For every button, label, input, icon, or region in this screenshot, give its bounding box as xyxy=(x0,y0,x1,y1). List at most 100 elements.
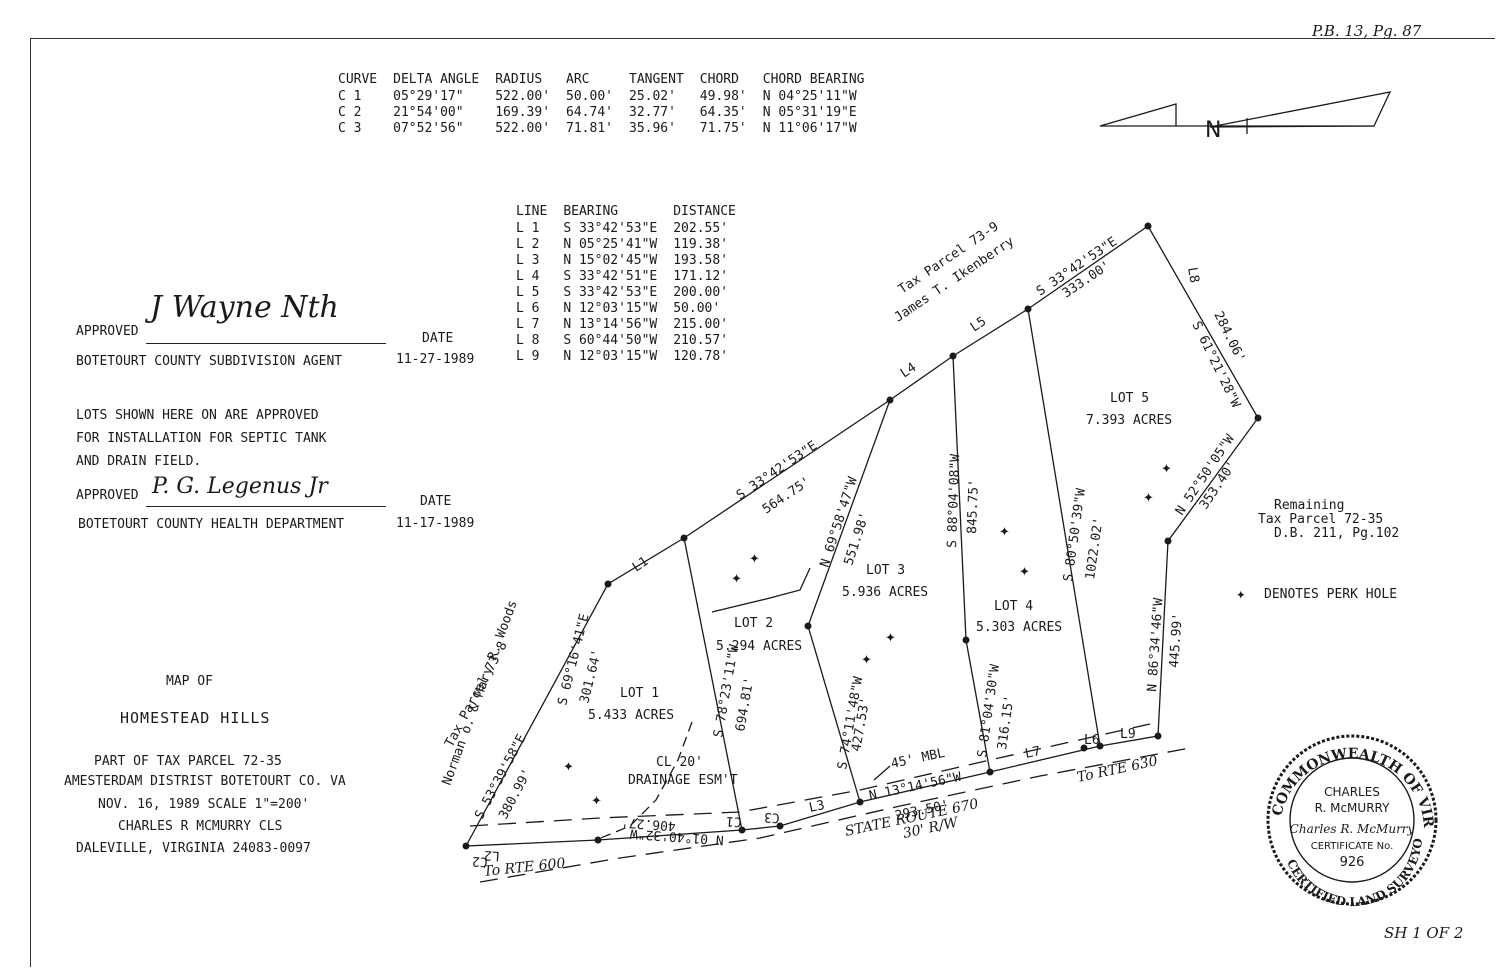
lot34-upper-distance: 845.75' xyxy=(965,479,982,534)
curve-cell: N 11°06'17"W xyxy=(762,121,857,136)
perk-hole-icon: ✦ xyxy=(999,525,1010,540)
mbl-label: 45' MBL xyxy=(890,746,947,772)
line-cell: S 33°42'53"E xyxy=(563,221,658,236)
title-address: DALEVILLE, VIRGINIA 24083-0097 xyxy=(76,841,311,856)
perk-hole-icon: ✦ xyxy=(1019,565,1030,580)
remaining-label: Remaining xyxy=(1274,498,1345,513)
perk-hole-icon: ✦ xyxy=(731,572,742,587)
remaining-tax-parcel: Tax Parcel 72-35 xyxy=(1258,512,1384,527)
lot-5-name: LOT 5 xyxy=(1110,391,1149,406)
lot-line-1-2 xyxy=(683,537,743,831)
lot34-lower-distance: 316.15' xyxy=(995,694,1017,750)
property-corner-marker xyxy=(962,636,970,644)
line-cell: L 5 xyxy=(516,285,540,300)
curve-cell: 21°54'00" xyxy=(393,105,464,120)
lot12-distance: 694.81' xyxy=(733,676,757,733)
line-cell: N 12°03'15"W xyxy=(563,349,658,364)
seal-name-1: CHARLES xyxy=(1324,785,1380,799)
remaining-deed-book: D.B. 211, Pg.102 xyxy=(1274,526,1400,541)
line-cell: N 12°03'15"W xyxy=(563,301,658,316)
segment-label-c1: C1 xyxy=(726,813,743,829)
health-date-label: DATE xyxy=(420,494,452,509)
property-corner-marker xyxy=(462,842,470,850)
line-cell: L 2 xyxy=(516,237,540,252)
property-corner-marker xyxy=(949,352,957,360)
line-cell: 120.78' xyxy=(673,349,729,364)
title-date-scale: NOV. 16, 1989 SCALE 1"=200' xyxy=(98,797,310,812)
line-cell: N 05°25'41"W xyxy=(563,237,658,252)
curve-cell: 71.81' xyxy=(566,121,613,136)
septic-note-line-3: AND DRAIN FIELD. xyxy=(76,454,202,469)
property-corner-marker xyxy=(1080,744,1088,752)
curve-header-6: CHORD BEARING xyxy=(762,72,865,87)
lot-3-acres: 5.936 ACRES xyxy=(842,585,928,600)
perk-hole-icon: ✦ xyxy=(591,794,602,809)
segment-label-l2: L2 xyxy=(484,847,501,863)
perk-hole-icon: ✦ xyxy=(749,552,760,567)
line-cell: 193.58' xyxy=(673,253,729,268)
segment-label-l9: L9 xyxy=(1120,727,1136,742)
curve-cell: N 05°31'19"E xyxy=(762,105,857,120)
title-subdivision-name: HOMESTEAD HILLS xyxy=(120,709,271,727)
segment-label-c3: C3 xyxy=(764,809,781,825)
title-surveyor: CHARLES R MCMURRY CLS xyxy=(118,819,283,834)
line-cell: 171.12' xyxy=(673,269,729,284)
line-cell: 50.00' xyxy=(673,301,721,316)
lot-4-name: LOT 4 xyxy=(994,599,1033,614)
agent-title: BOTETOURT COUNTY SUBDIVISION AGENT xyxy=(76,354,343,369)
lot-1-acres: 5.433 ACRES xyxy=(588,708,674,723)
segment-label-l6: L6 xyxy=(1084,733,1100,748)
agent-signature-line xyxy=(146,343,386,344)
health-date: 11-17-1989 xyxy=(396,516,475,531)
health-approved-label: APPROVED xyxy=(76,488,139,503)
segment-label-l1: L1 xyxy=(630,554,651,575)
line-cell: N 13°14'56"W xyxy=(563,317,658,332)
perk-hole-icon: ✦ xyxy=(861,653,872,668)
property-corner-marker xyxy=(886,396,894,404)
lot45-distance: 1022.02' xyxy=(1083,516,1107,580)
property-corner-marker xyxy=(1154,732,1162,740)
south-bearing: N 13°14'56"W xyxy=(868,770,963,804)
curve-cell: 49.98' xyxy=(699,89,747,104)
agent-signature: J Wayne Nth xyxy=(150,290,339,325)
line-cell: N 15°02'45"W xyxy=(563,253,658,268)
agent-date: 11-27-1989 xyxy=(396,352,475,367)
septic-note-line-1: LOTS SHOWN HERE ON ARE APPROVED xyxy=(76,408,319,423)
bottom-bearing: N 01°40'32"W xyxy=(629,825,724,847)
line-cell: 210.57' xyxy=(673,333,729,348)
line-cell: L 6 xyxy=(516,301,540,316)
perk-hole-legend-icon: ✦ xyxy=(1236,584,1246,603)
curve-header-5: CHORD xyxy=(699,72,739,87)
line-cell: S 33°42'51"E xyxy=(563,269,658,284)
health-signature-line xyxy=(146,506,386,507)
perk-hole-icon: ✦ xyxy=(1143,491,1154,506)
curve-cell: 35.96' xyxy=(629,121,676,136)
agent-approved-label: APPROVED xyxy=(76,324,139,339)
curve-cell: 71.75' xyxy=(699,121,747,136)
drainage-easement-upper xyxy=(711,567,811,613)
line-header-2: DISTANCE xyxy=(673,204,736,219)
curve-cell: 07°52'56" xyxy=(393,121,464,136)
table-row: L 6 N 12°03'15"W 50.00' xyxy=(508,301,744,317)
curve-cell: 32.77' xyxy=(629,105,676,120)
property-corner-marker xyxy=(804,622,812,630)
east-lower-bearing: N 86°34'46"W xyxy=(1145,597,1167,692)
line-header-1: BEARING xyxy=(563,204,619,219)
property-corner-marker xyxy=(1144,222,1152,230)
line-header-0: LINE xyxy=(516,204,548,219)
road-frontage-line xyxy=(465,735,1159,847)
segment-label-l4: L4 xyxy=(898,360,920,381)
property-corner-marker xyxy=(1254,414,1262,422)
perk-hole-icon: ✦ xyxy=(563,760,574,775)
lot34-upper-bearing: S 88°04'08"W xyxy=(945,454,963,549)
north-arrow-left-half xyxy=(1099,103,1177,127)
curve-cell: 05°29'17" xyxy=(393,89,464,104)
segment-label-l8: L8 xyxy=(1184,266,1201,284)
perk-hole-icon: ✦ xyxy=(1161,462,1172,477)
